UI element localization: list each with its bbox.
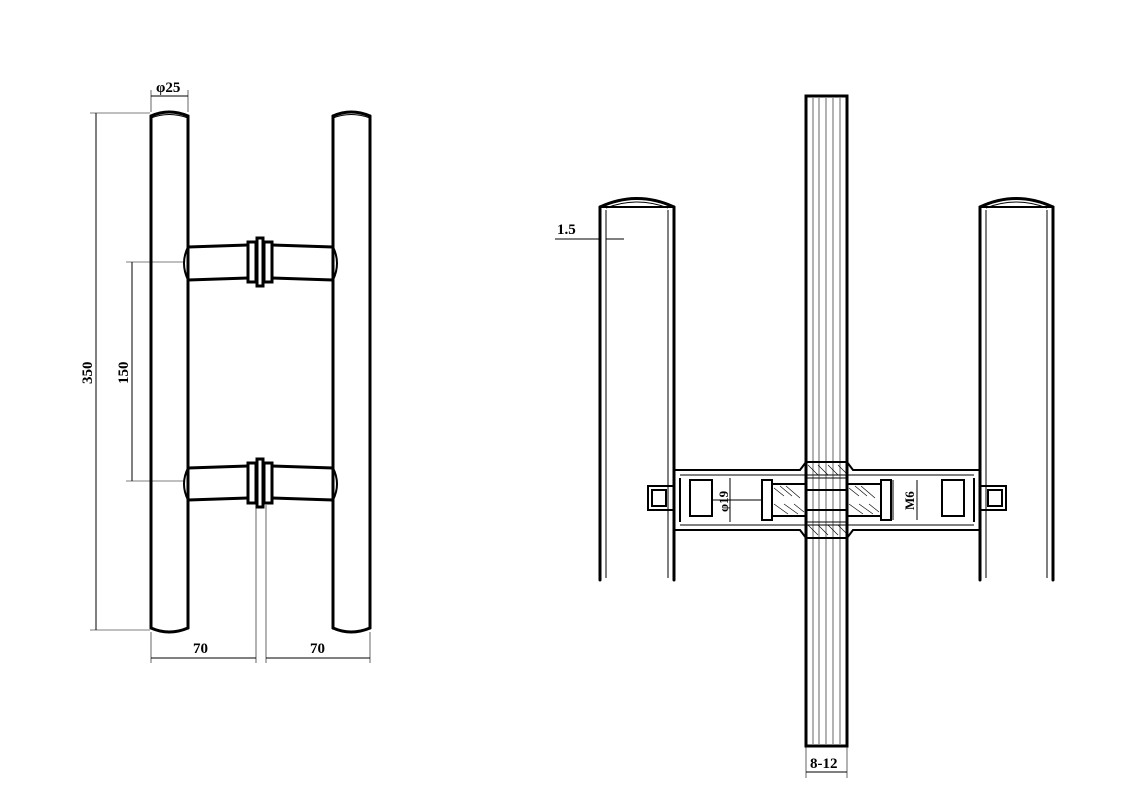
spacing-label: 150 — [116, 362, 132, 385]
dim-spacing: 150 — [116, 261, 185, 482]
right-offset-label: 70 — [310, 641, 325, 657]
lower-standoff — [183, 457, 338, 509]
glass-panel — [804, 94, 849, 748]
dim-diameter: φ25 — [150, 80, 189, 112]
dim-wall: 1.5 — [555, 222, 624, 240]
left-offset-label: 70 — [193, 641, 208, 657]
diameter-label: φ25 — [156, 80, 180, 96]
dim-offsets: 70 70 — [150, 505, 371, 663]
bore-label: φ19 — [716, 490, 731, 512]
front-view: φ25 350 150 70 70 — [80, 80, 372, 663]
dim-glass: 8-12 — [805, 746, 848, 778]
upper-standoff — [183, 236, 338, 288]
right-tube-section — [978, 197, 1055, 582]
standoff-assembly — [647, 461, 1007, 539]
right-handle-bar — [331, 110, 372, 634]
left-tube-section — [598, 197, 676, 582]
height-label: 350 — [80, 362, 96, 385]
dim-height: 350 — [80, 112, 150, 631]
left-handle-bar — [149, 110, 190, 634]
dim-bore: φ19 — [716, 490, 731, 512]
glass-label: 8-12 — [810, 756, 838, 772]
section-view: 1.5 φ19 M6 8-12 — [555, 94, 1055, 778]
thread-label: M6 — [902, 491, 917, 510]
dim-thread: M6 — [902, 491, 917, 510]
wall-label: 1.5 — [557, 222, 576, 238]
